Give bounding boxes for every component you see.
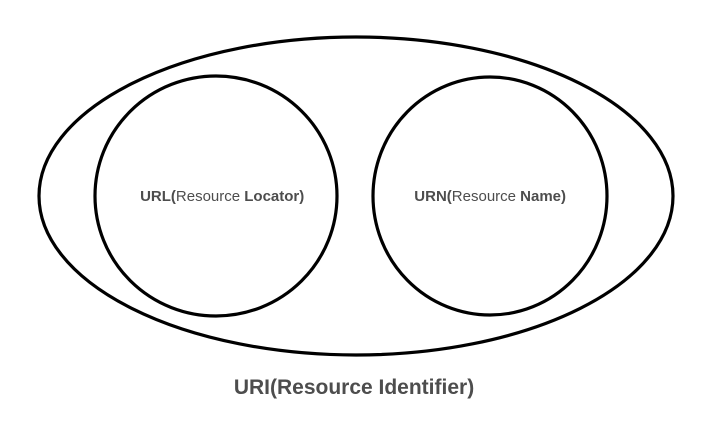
url-label-middle: Resource (176, 188, 244, 205)
urn-circle-label: URN(Resource Name) (393, 188, 578, 205)
urn-label-middle: Resource (452, 188, 520, 205)
uri-outer-ellipse (37, 35, 675, 357)
url-circle-label: URL(Resource Locator) (119, 188, 317, 205)
urn-label-suffix: Name) (520, 188, 566, 205)
uri-label: URI(Resource Identifier) (234, 376, 474, 399)
url-circle (93, 74, 339, 318)
url-label-prefix: URL( (140, 188, 176, 205)
url-label-suffix: Locator) (244, 188, 304, 205)
urn-label-prefix: URN( (414, 188, 452, 205)
urn-circle (371, 75, 609, 317)
